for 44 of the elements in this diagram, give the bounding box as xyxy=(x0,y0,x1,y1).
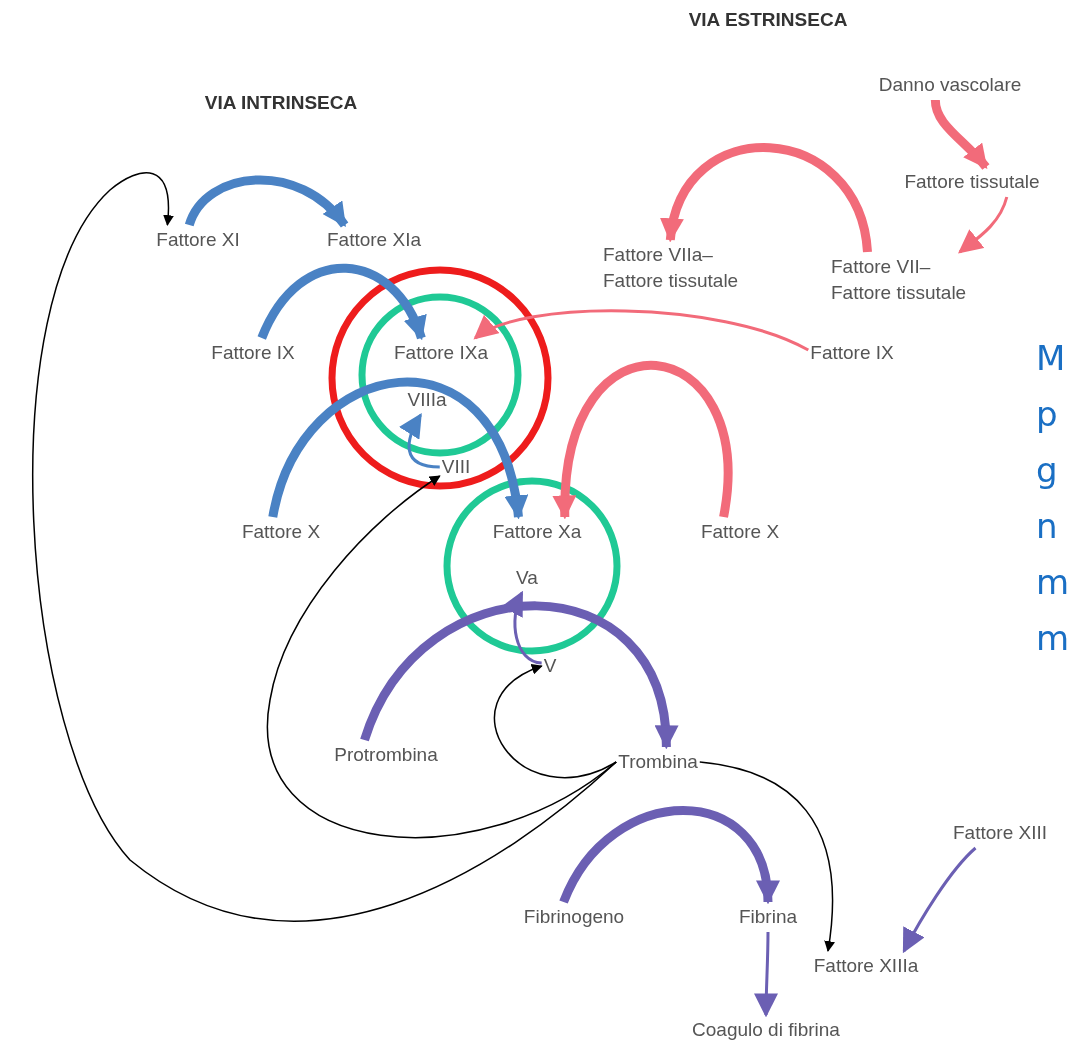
arrow xyxy=(662,143,872,253)
section-heading: VIA ESTRINSECA xyxy=(688,7,848,32)
factor-label: Trombina xyxy=(618,749,698,775)
factor-label: Fattore VIIa– Fattore tissutale xyxy=(603,242,753,294)
arrow xyxy=(360,601,676,750)
factor-label: Fattore X xyxy=(241,519,321,545)
factor-label: Fibrinogeno xyxy=(523,904,625,930)
arrow xyxy=(502,590,542,665)
factor-label: Fattore IX xyxy=(810,340,894,366)
factor-label: Coagulo di fibrina xyxy=(692,1017,840,1043)
arrow xyxy=(930,99,990,170)
factor-label: Fibrina xyxy=(738,904,798,930)
arrow xyxy=(559,806,778,905)
arrow xyxy=(268,378,527,520)
factor-label: VIIIa xyxy=(407,387,447,413)
section-heading: VIA INTRINSECA xyxy=(204,90,358,115)
arrow xyxy=(699,761,835,953)
factor-label: Fattore IXa xyxy=(394,340,488,366)
handwritten-note: M p g n m m xyxy=(1036,337,1070,660)
factor-label: Fattore XI xyxy=(156,227,240,253)
arrow xyxy=(473,309,809,352)
factor-label: Fattore X xyxy=(700,519,780,545)
factor-label: VIII xyxy=(441,454,471,480)
factor-label: Fattore VII– Fattore tissutale xyxy=(831,254,981,306)
arrow xyxy=(754,932,779,1018)
factor-label: V xyxy=(543,653,557,679)
arrow xyxy=(267,475,617,839)
arrow xyxy=(958,196,1009,254)
arrow xyxy=(257,263,426,341)
factor-label: Fattore XIIIa xyxy=(813,953,919,979)
arrow xyxy=(32,172,617,922)
factor-label: Fattore XIII xyxy=(953,820,1047,846)
arrow xyxy=(185,175,349,228)
factor-label: Fattore tissutale xyxy=(904,169,1040,195)
arrow xyxy=(902,846,977,954)
factor-label: Va xyxy=(516,565,538,591)
arrow xyxy=(399,412,440,469)
factor-label: Fattore IX xyxy=(211,340,295,366)
factor-label: Danno vascolare xyxy=(878,72,1022,98)
arrow xyxy=(493,665,617,779)
arrow xyxy=(554,361,733,520)
factor-label: Fattore XIa xyxy=(327,227,421,253)
factor-label: Protrombina xyxy=(334,742,438,768)
factor-label: Fattore Xa xyxy=(492,519,582,545)
